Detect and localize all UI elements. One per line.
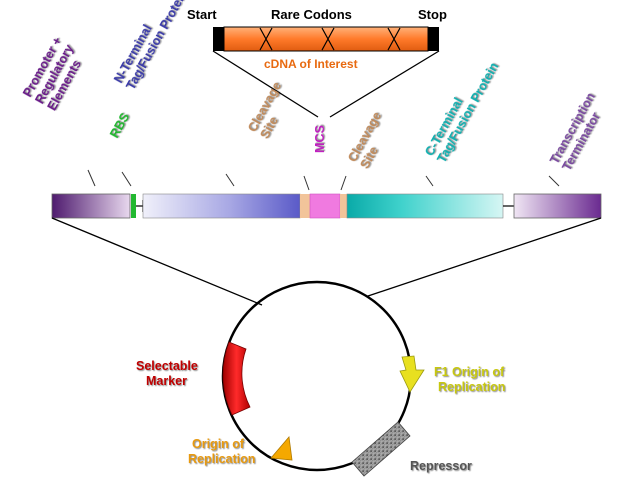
- stop-label: Stop: [418, 7, 447, 22]
- cdna-label: cDNA of Interest: [264, 57, 358, 71]
- cdna-stop-block: [428, 27, 439, 51]
- svg-text:F1 Origin of: F1 Origin of: [434, 365, 505, 379]
- mcs-segment: [309, 193, 341, 219]
- cdna-start-block: [213, 27, 224, 51]
- cleavage-left-segment: [300, 194, 310, 218]
- origin-of-replication-marker: [270, 436, 293, 461]
- cleavage-right-label: Cleavage Site: [345, 110, 384, 172]
- svg-text:Selectable: Selectable: [136, 359, 198, 373]
- svg-text:Replication: Replication: [438, 380, 505, 394]
- f1-origin-arrow: [399, 355, 425, 393]
- selectable-marker-label: Selectable Marker: [136, 359, 198, 388]
- rare-codon-marks: [259, 27, 401, 51]
- terminator-label: Transcription Terminator: [547, 90, 603, 173]
- svg-text:Origin of: Origin of: [192, 437, 245, 451]
- svg-text:Replication: Replication: [188, 452, 255, 466]
- construct-bar: [51, 193, 602, 219]
- svg-text:RBS: RBS: [107, 111, 132, 141]
- element-labels: Promoter + Regulatory Elements RBS N-Ter…: [20, 0, 603, 173]
- n-terminal-segment: [142, 193, 301, 219]
- label-pointer-lines: [87, 169, 560, 191]
- cdna-body: [223, 26, 429, 52]
- n-terminal-label: N-Terminal Tag/Fusion Protein: [111, 0, 190, 92]
- repressor-label: Repressor: [410, 459, 472, 473]
- origin-label: Origin of Replication: [188, 437, 255, 466]
- svg-text:Marker: Marker: [146, 374, 187, 388]
- repressor-segment: [351, 421, 411, 477]
- f1-origin-label: F1 Origin of Replication: [434, 365, 505, 394]
- cdna-insert: Start Rare Codons Stop cDNA of Interest: [187, 7, 447, 71]
- plasmid-labels: Selectable Marker F1 Origin of Replicati…: [136, 359, 505, 473]
- cleavage-right-segment: [340, 194, 347, 218]
- c-terminal-segment: [346, 193, 504, 219]
- rare-codons-label: Rare Codons: [271, 7, 352, 22]
- cdna-connector-lines: [212, 50, 440, 118]
- cleavage-left-label: Cleavage Site: [245, 80, 284, 142]
- svg-text:Repressor: Repressor: [410, 459, 472, 473]
- selectable-marker-segment: [222, 341, 251, 416]
- rbs-label: RBS: [107, 111, 132, 141]
- svg-text:MCS: MCS: [313, 125, 327, 153]
- mcs-label: MCS: [313, 125, 327, 153]
- promoter-label: Promoter + Regulatory Elements: [20, 35, 84, 113]
- promoter-segment: [51, 193, 131, 219]
- terminator-segment: [513, 193, 602, 219]
- plasmid: [221, 280, 425, 477]
- start-label: Start: [187, 7, 217, 22]
- rbs-segment: [131, 194, 136, 218]
- bar-connector-lines: [51, 217, 602, 306]
- c-terminal-label: C-Terminal Tag/Fusion Protein: [422, 60, 501, 165]
